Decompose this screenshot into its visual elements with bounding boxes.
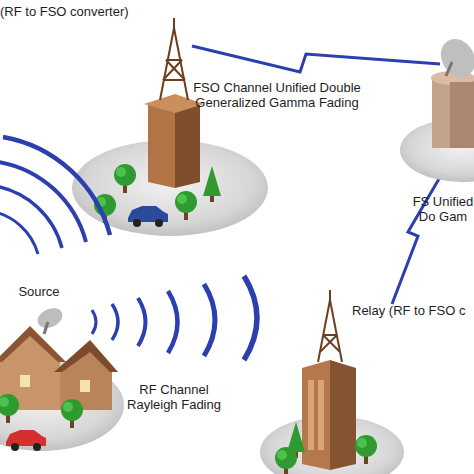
rf-link-waves [92, 276, 257, 360]
channel-label: RF Channel Rayleigh Fading [118, 382, 230, 412]
site-label: Source [4, 284, 74, 299]
site-name: Relay (RF to FSO c [352, 303, 474, 318]
relay-site-top [72, 18, 268, 236]
channel-label: FSO Channel Unified Double Generalized G… [192, 80, 362, 110]
fso-link [392, 160, 450, 304]
site-label: Relay (RF to FSO c [352, 303, 474, 318]
site-name: (RF to FSO converter) [0, 4, 150, 19]
channel-label: FS Unified Do Gam [412, 194, 474, 224]
destination-site [400, 33, 474, 182]
site-label: (RF to FSO converter) [0, 4, 150, 19]
site-name: Source [4, 284, 74, 299]
radio-waves [0, 137, 110, 254]
source-site [0, 304, 124, 451]
fso-link [192, 46, 440, 72]
